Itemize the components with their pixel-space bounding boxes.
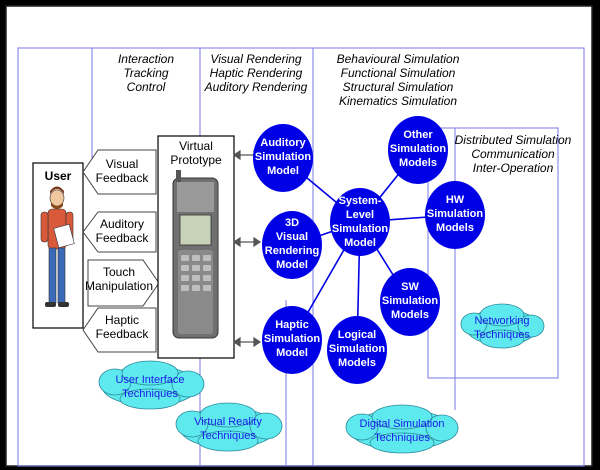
sw-model-label-1: SW [401, 281, 419, 293]
auditory-model-label-3: Model [267, 165, 299, 177]
virtual-prototype-box: Virtual Prototype [157, 135, 235, 359]
system-model-label-4: Model [344, 237, 376, 249]
simulation-header-line1: Behavioural Simulation [337, 52, 460, 66]
hw-model-ball [425, 181, 485, 249]
visual-model-label-3: Rendering [265, 245, 319, 257]
touch-manipulation-arrow [87, 259, 160, 307]
simulation-balls [253, 116, 485, 384]
user-label: User [45, 169, 72, 183]
distributed-header-line2: Communication [471, 147, 555, 161]
visual-feedback-label-2: Feedback [96, 171, 150, 185]
auditory-model-label-2: Simulation [255, 151, 312, 163]
feedback-arrows [82, 149, 160, 353]
haptic-feedback-label-1: Haptic [105, 313, 139, 327]
sw-model-label-2: Simulation [382, 295, 439, 307]
visual-model-label-2: Visual [276, 231, 308, 243]
haptic-model-ball [262, 306, 322, 374]
distributed-header-line1: Distributed Simulation [455, 133, 572, 147]
simulation-header-line4: Kinematics Simulation [339, 94, 457, 108]
logical-model-label-1: Logical [338, 329, 377, 341]
digital-cloud-label-1: Digital Simulation [360, 418, 445, 430]
ui-cloud-label-2: Techniques [122, 388, 178, 400]
haptic-model-label-1: Haptic [275, 319, 309, 331]
outer-region [17, 47, 585, 467]
visual-model-label-4: Model [276, 259, 308, 271]
hw-model-label-1: HW [446, 194, 465, 206]
digital-cloud-label-2: Techniques [374, 432, 430, 444]
auditory-feedback-label-2: Feedback [96, 231, 150, 245]
vr-techniques-cloud [175, 402, 283, 452]
hw-model-label-3: Models [436, 222, 474, 234]
ui-cloud-label-1: User Interface [115, 374, 184, 386]
distributed-header-line3: Inter-Operation [473, 161, 554, 175]
touch-label-1: Touch [103, 265, 135, 279]
logical-model-label-2: Simulation [329, 343, 386, 355]
virtual-prototype-label-2: Prototype [170, 153, 222, 167]
visual-feedback-label-1: Visual [106, 157, 138, 171]
auditory-feedback-arrow [82, 211, 157, 253]
visual-header-line3: Auditory Rendering [204, 80, 308, 94]
system-model-ball [330, 188, 390, 256]
haptic-feedback-arrow [82, 307, 157, 353]
simulation-header-line3: Structural Simulation [343, 80, 454, 94]
logical-model-label-3: Models [338, 357, 376, 369]
networking-cloud-label-2: Techniques [474, 329, 530, 341]
touch-label-2: Manipulation [85, 279, 153, 293]
ui-techniques-cloud [98, 360, 205, 410]
other-model-label-1: Other [403, 129, 433, 141]
logical-model-ball [327, 316, 387, 384]
haptic-model-label-3: Model [276, 347, 308, 359]
visual-model-label-1: 3D [285, 217, 299, 229]
digital-techniques-cloud [345, 404, 459, 454]
other-model-label-3: Models [399, 157, 437, 169]
mobile-phone-icon [172, 170, 219, 339]
visual-header-line2: Haptic Rendering [210, 66, 303, 80]
system-model-label-1: System- [339, 195, 382, 207]
hw-model-label-2: Simulation [427, 208, 484, 220]
interaction-header-line3: Control [127, 80, 166, 94]
sw-model-ball [380, 268, 440, 336]
haptic-feedback-label-2: Feedback [96, 327, 150, 341]
other-model-label-2: Simulation [390, 143, 447, 155]
networking-techniques-cloud [460, 303, 545, 349]
auditory-model-label-1: Auditory [260, 137, 306, 149]
system-model-label-2: Level [346, 209, 374, 221]
auditory-feedback-label-1: Auditory [100, 217, 144, 231]
user-figure-icon [40, 186, 75, 307]
interaction-header-line2: Tracking [123, 66, 168, 80]
vr-cloud-label-2: Techniques [200, 430, 256, 442]
virtual-prototype-label-1: Virtual [179, 139, 213, 153]
user-box: User [32, 162, 84, 329]
haptic-model-label-2: Simulation [264, 333, 321, 345]
networking-cloud-label-1: Networking [474, 315, 529, 327]
interaction-header-line1: Interaction [118, 52, 174, 66]
visual-model-ball [262, 211, 322, 279]
visual-header-line1: Visual Rendering [210, 52, 301, 66]
visual-feedback-arrow [82, 149, 157, 195]
vr-cloud-label-1: Virtual Reality [194, 416, 262, 428]
other-model-ball [388, 116, 448, 184]
system-model-label-3: Simulation [332, 223, 389, 235]
sw-model-label-3: Models [391, 309, 429, 321]
auditory-model-ball [253, 124, 313, 192]
simulation-header-line2: Functional Simulation [341, 66, 456, 80]
